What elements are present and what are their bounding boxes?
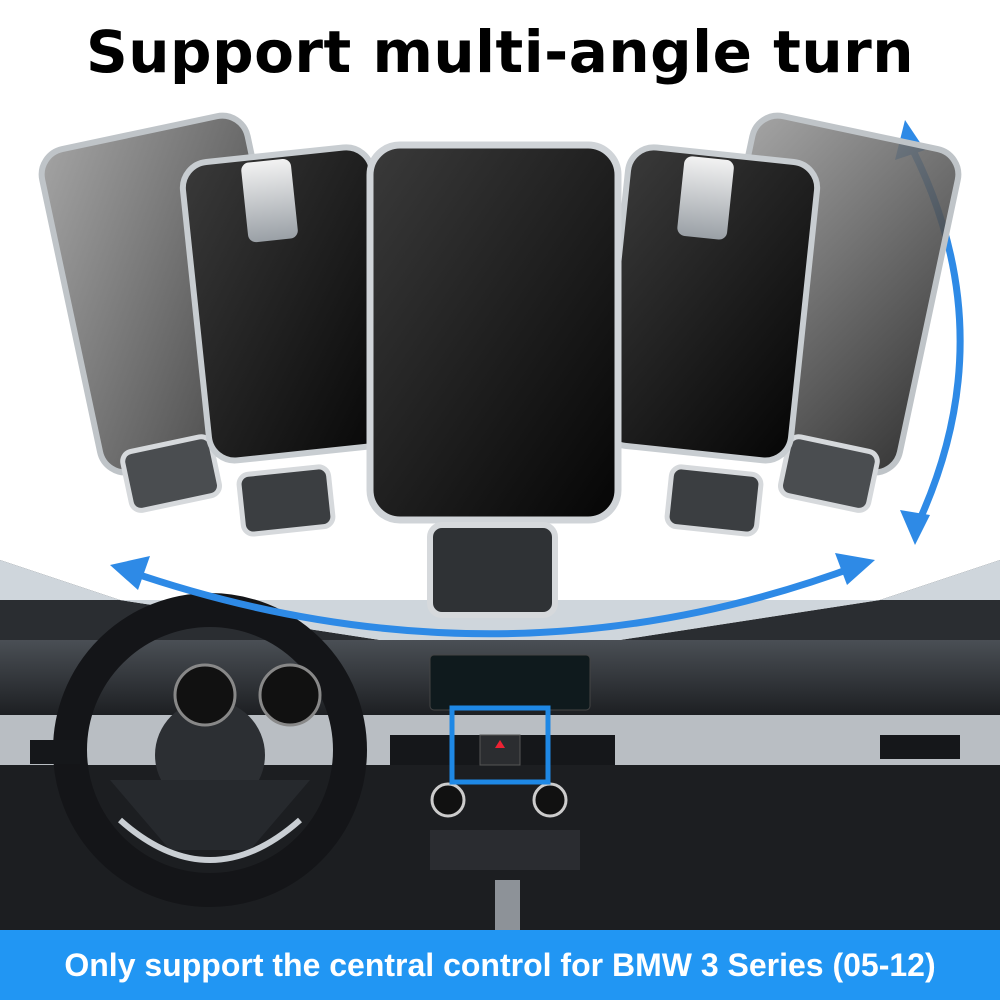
mount-location-highlight	[449, 705, 551, 785]
compatibility-banner: Only support the central control for BMW…	[0, 930, 1000, 1000]
phone-mount-right	[598, 144, 821, 537]
phone-mount-center	[366, 141, 622, 618]
arrow-head-right	[835, 553, 875, 585]
arrow-head-bottom	[900, 510, 930, 545]
phone-mount-left	[179, 144, 402, 537]
headline-title: Support multi-angle turn	[85, 18, 915, 86]
compatibility-text: Only support the central control for BMW…	[64, 946, 936, 983]
car-dashboard	[0, 560, 1000, 930]
arrow-head-left	[110, 556, 150, 590]
